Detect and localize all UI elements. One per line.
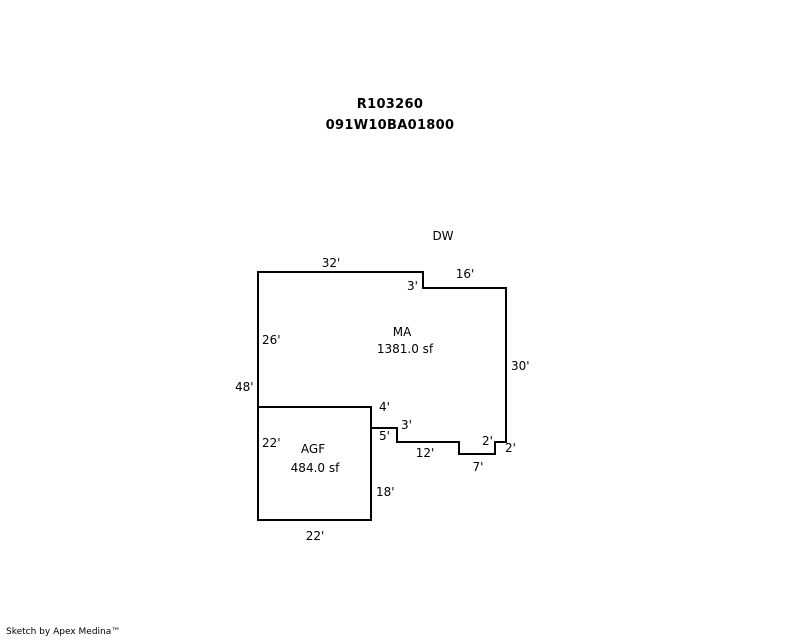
parcel-id: R103260	[356, 97, 424, 112]
agf-outline	[257, 406, 372, 521]
ma-code: MA	[392, 325, 412, 339]
dim-bottom-7: 7'	[472, 460, 484, 474]
dim-ma-top-right: 16'	[455, 267, 475, 281]
dim-ma-right: 30'	[511, 359, 530, 373]
dim-ma-top: 32'	[321, 256, 341, 270]
ma-area: 1381.0 sf	[376, 342, 434, 356]
dim-agf-right: 18'	[376, 485, 395, 499]
agf-code: AGF	[300, 442, 326, 456]
dim-notch-step2: 3'	[401, 418, 412, 432]
ma-outline	[257, 271, 507, 455]
dim-notch-step1: 5'	[379, 429, 390, 443]
dim-notch-top: 4'	[379, 400, 390, 414]
dim-total-left: 48'	[235, 380, 254, 394]
dim-step-2a: 2'	[482, 434, 493, 448]
dim-step-2b: 2'	[505, 441, 516, 455]
sketch-credit: Sketch by Apex Medina™	[6, 627, 121, 637]
dim-bottom-12: 12'	[415, 446, 435, 460]
map-tax-lot: 091W10BA01800	[325, 118, 455, 133]
dim-ma-step: 3'	[407, 279, 418, 293]
agf-area: 484.0 sf	[290, 461, 340, 475]
dim-agf-bottom: 22'	[305, 529, 325, 543]
dw-label: DW	[432, 229, 454, 243]
dim-agf-left: 22'	[262, 436, 281, 450]
dim-ma-left: 26'	[262, 333, 281, 347]
